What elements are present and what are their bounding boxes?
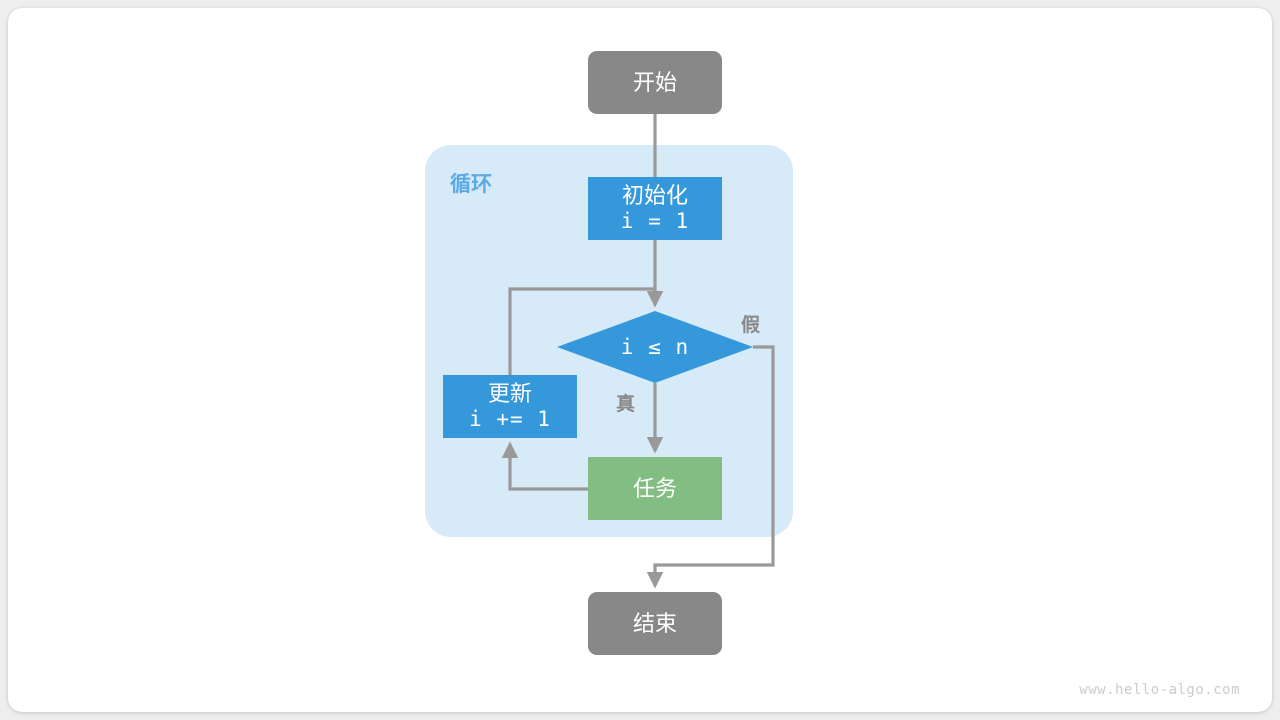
- node-start[interactable]: [588, 51, 722, 114]
- node-update[interactable]: [443, 375, 577, 438]
- loop-container-label: 循环: [450, 173, 492, 196]
- watermark: www.hello-algo.com: [1079, 682, 1240, 698]
- node-init[interactable]: [588, 177, 722, 240]
- node-condition[interactable]: [557, 311, 753, 383]
- edge-label-false: 假: [741, 315, 761, 336]
- edge-label-true: 真: [616, 394, 636, 415]
- node-task[interactable]: [588, 457, 722, 520]
- edge-update-to-cond: [508, 287, 655, 375]
- edge-task-to-update: [501, 441, 588, 491]
- edge-cond-false-to-end: [646, 345, 775, 589]
- node-end[interactable]: [588, 592, 722, 655]
